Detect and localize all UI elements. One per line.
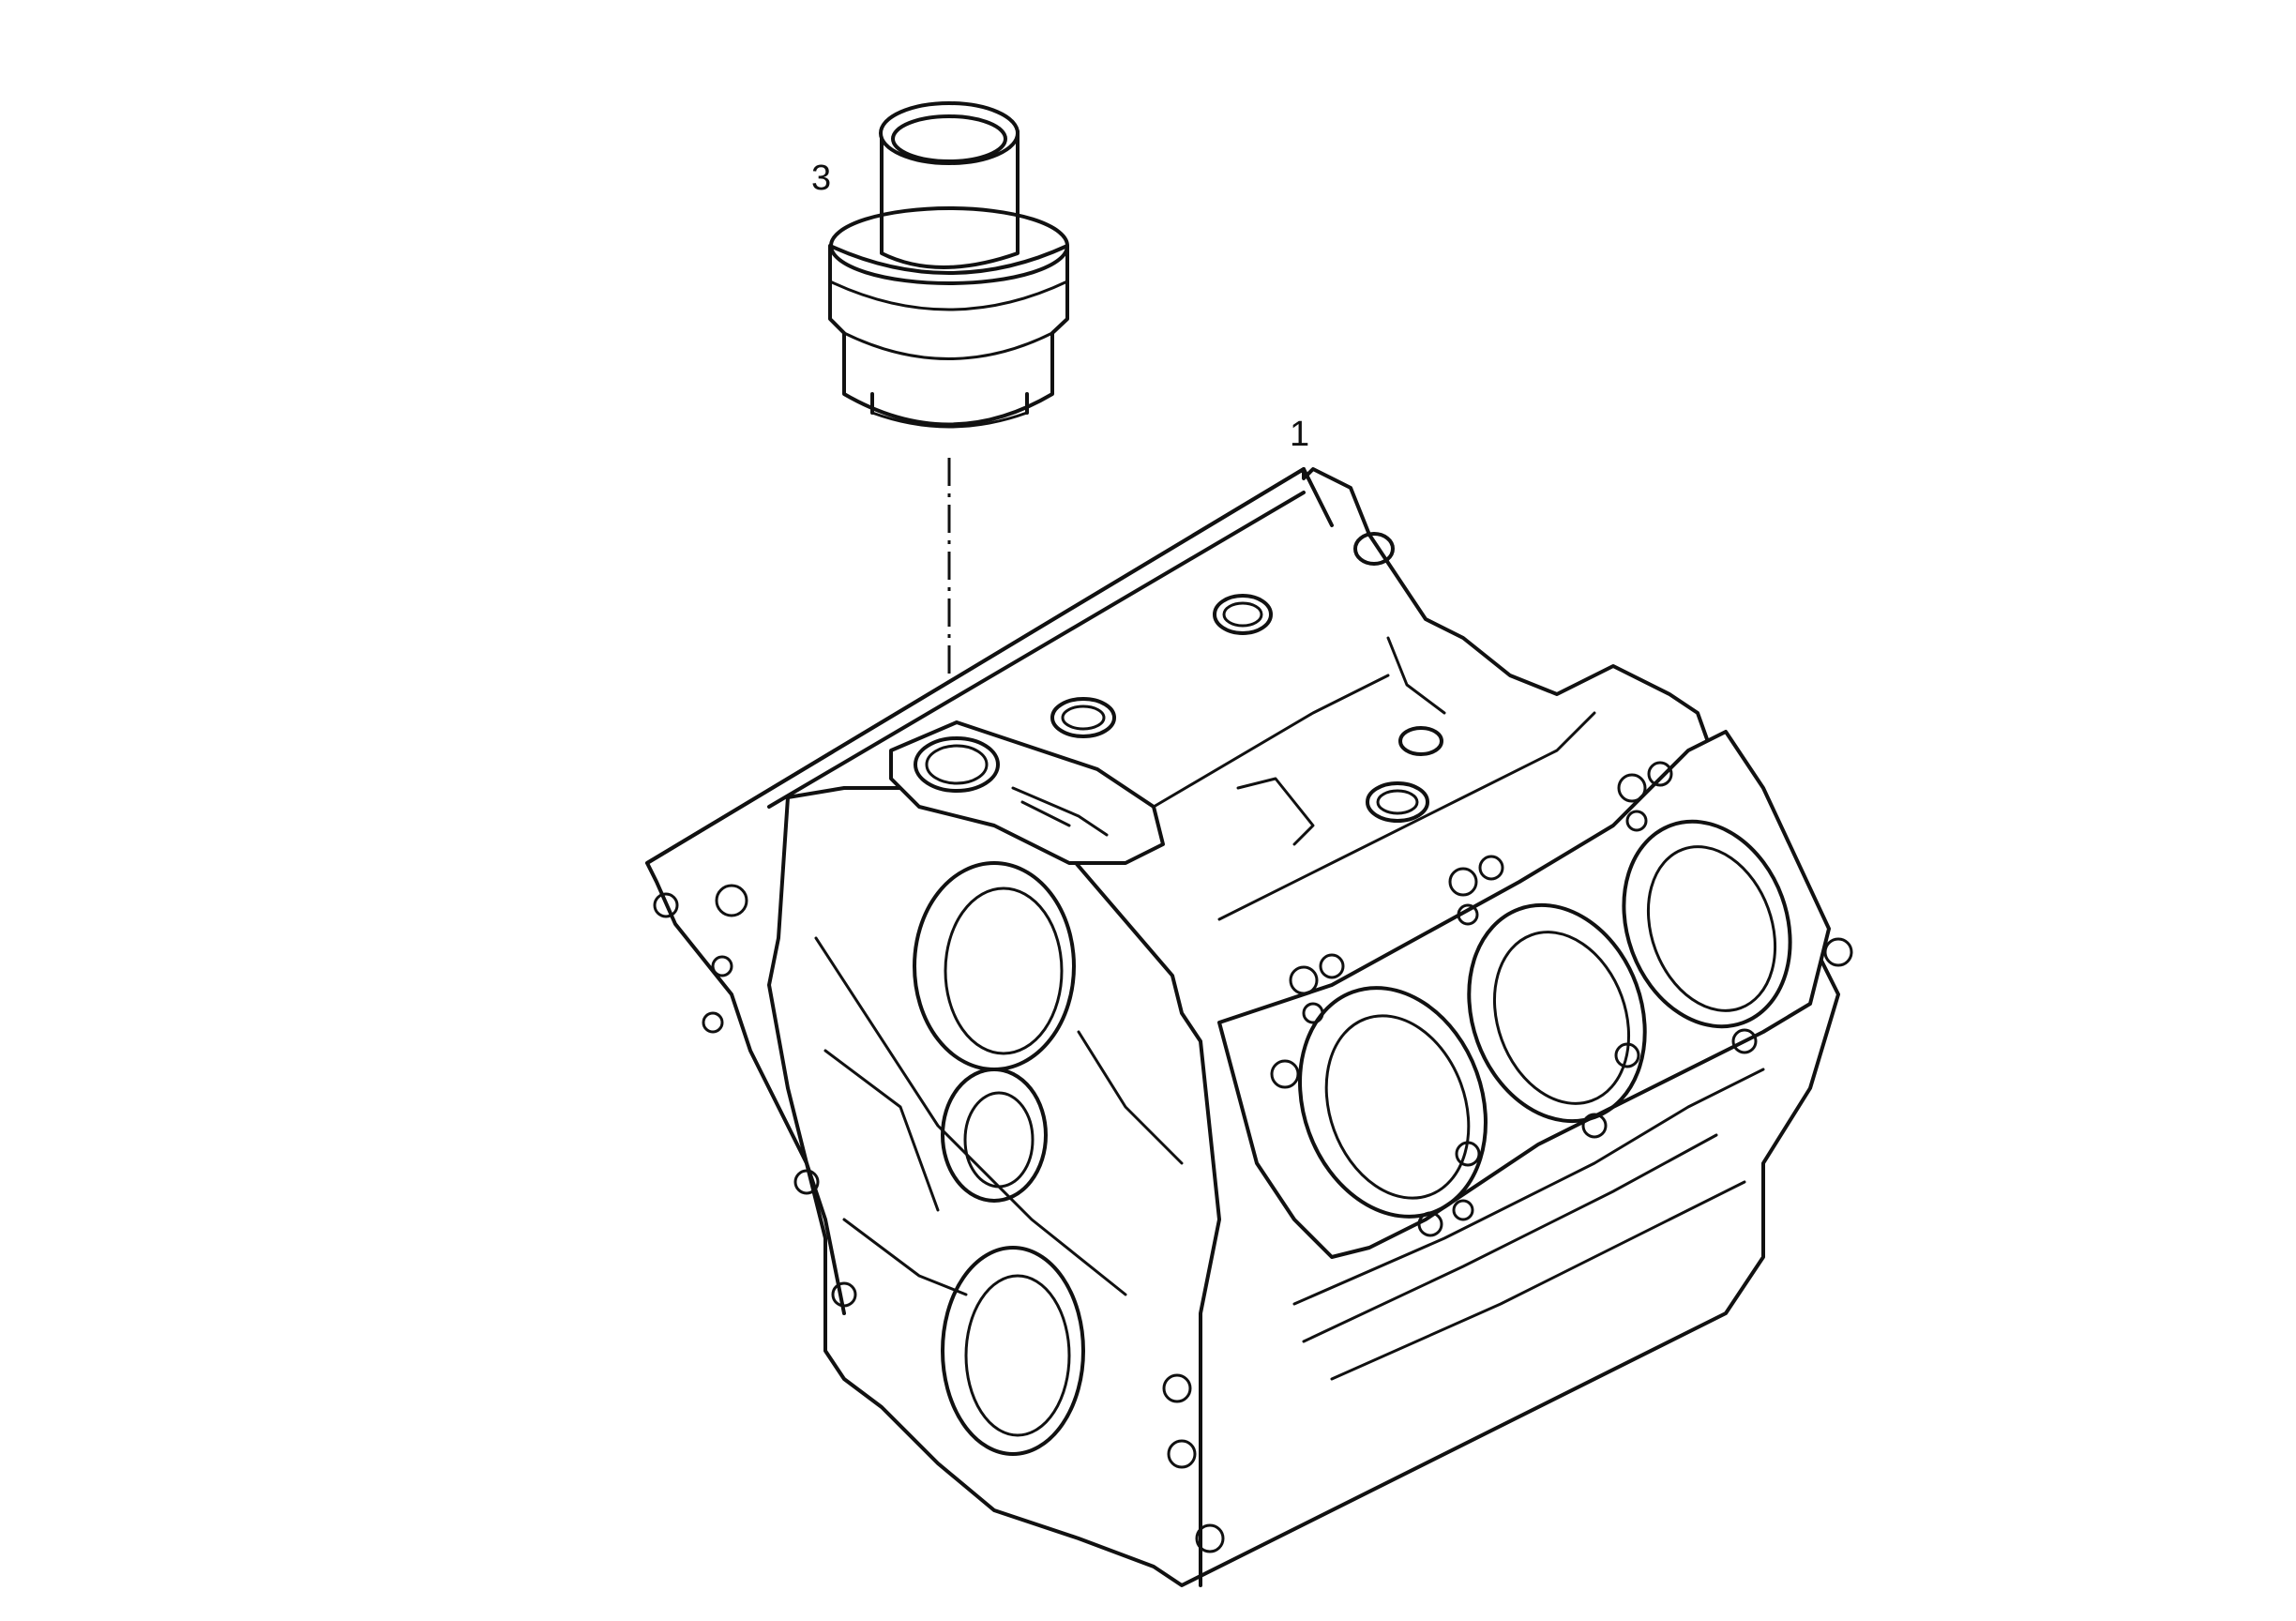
callout-3-label: 3: [811, 159, 831, 198]
engine-block-part: [645, 467, 1853, 1587]
sleeve-part: [828, 101, 1069, 429]
callout-1-label: 1: [1290, 415, 1309, 454]
